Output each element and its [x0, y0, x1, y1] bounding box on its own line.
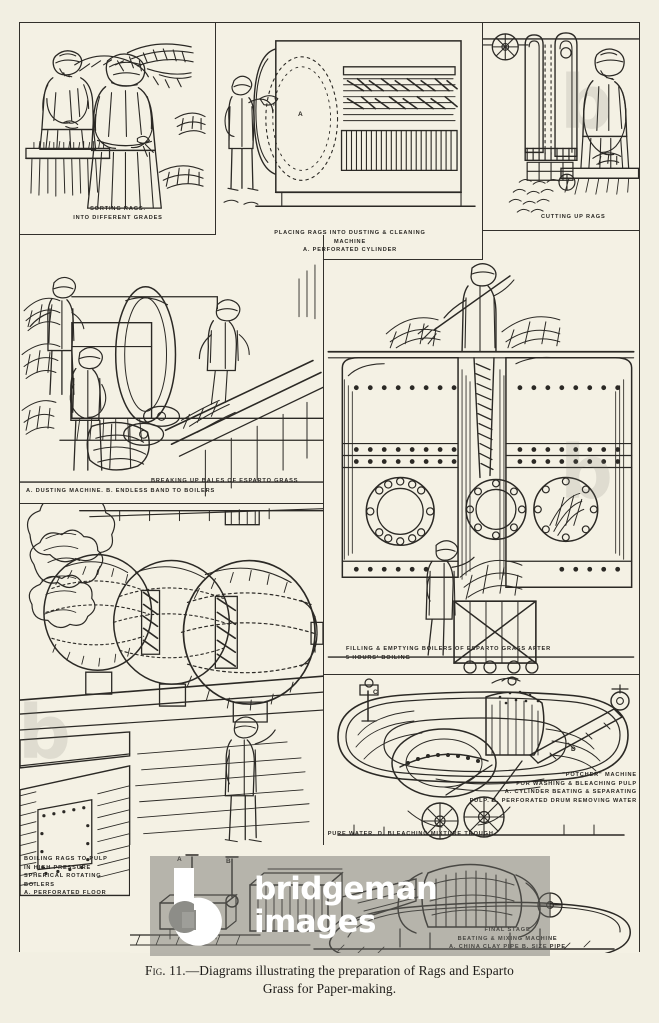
caption-spherical-rotating-boilers: BOILING RAGS TO PULP IN HIGH PRESSURE SP… — [24, 856, 108, 897]
potcher-machine-artwork — [324, 675, 639, 845]
panel-potcher-machine: C D "POTCHER" MACHINE FOR WASHING & BLEA… — [324, 675, 639, 845]
caption-cutting-up-rags: CUTTING UP RAGS — [541, 214, 606, 220]
caption-sorting-rags: SORTING RAGS. INTO DIFFERENT GRADES — [73, 206, 163, 221]
caption-filling-emptying-boilers: FILLING & EMPTYING BOILERS OF ESPARTO GR… — [346, 646, 552, 661]
figure-number: Fig. 11. — [145, 963, 186, 978]
cutting-up-rags-artwork — [483, 23, 639, 230]
sorting-rags-artwork — [20, 23, 215, 234]
caption-breaking-up-bales: BREAKING UP BALES OF ESPARTO GRASS — [151, 478, 299, 484]
label-A-perforated-cylinder: A — [298, 111, 304, 118]
figure-caption-text-1: —Diagrams illustrating the preparation o… — [185, 963, 514, 978]
caption-potcher-machine: "POTCHER" MACHINE FOR WASHING & BLEACHIN… — [469, 772, 637, 804]
label-D-bleaching-trough: D — [571, 746, 577, 753]
panel-final-stage: A B FINAL STAGE BEATING & MIXING MACHINE… — [130, 845, 639, 953]
illustration-plate: SORTING RAGS. INTO DIFFERENT GRADES — [19, 22, 640, 953]
panel-dusting-cleaning-machine: A PLACING RAGS INTO DUSTING & CLEANING M… — [216, 23, 483, 260]
label-C-pure-water: C — [373, 689, 379, 696]
breaking-up-bales-artwork — [20, 235, 323, 503]
figure-caption-line-2: Grass for Paper-making. — [262, 981, 397, 996]
label-A-china-clay-pipe: A — [177, 856, 183, 863]
caption-dusting-cleaning-machine: PLACING RAGS INTO DUSTING & CLEANING MAC… — [274, 230, 426, 254]
panel-filling-emptying-boilers: FILLING & EMPTYING BOILERS OF ESPARTO GR… — [324, 260, 639, 675]
panel-breaking-up-bales: A B BREAKING UP BALES OF ESPARTO GRASS A… — [20, 235, 324, 504]
label-B-size-pipe: B — [226, 858, 232, 865]
figure-caption-line-1: Fig. 11.—Diagrams illustrating the prepa… — [0, 962, 659, 980]
panel-sorting-rags: SORTING RAGS. INTO DIFFERENT GRADES — [20, 23, 216, 235]
panel-cutting-up-rags: CUTTING UP RAGS — [483, 23, 639, 231]
filling-emptying-boilers-artwork — [324, 260, 639, 674]
dusting-machine-artwork — [216, 23, 482, 259]
figure-caption: Fig. 11.—Diagrams illustrating the prepa… — [0, 962, 659, 998]
caption-breaking-up-bales-keys: A. DUSTING MACHINE. B. ENDLESS BAND TO B… — [26, 488, 216, 494]
caption-final-stage: FINAL STAGE BEATING & MIXING MACHINE A. … — [449, 927, 566, 951]
caption-potcher-machine-keys: C. PURE WATER. D. BLEACHING MIXTURE TROU… — [324, 831, 497, 837]
